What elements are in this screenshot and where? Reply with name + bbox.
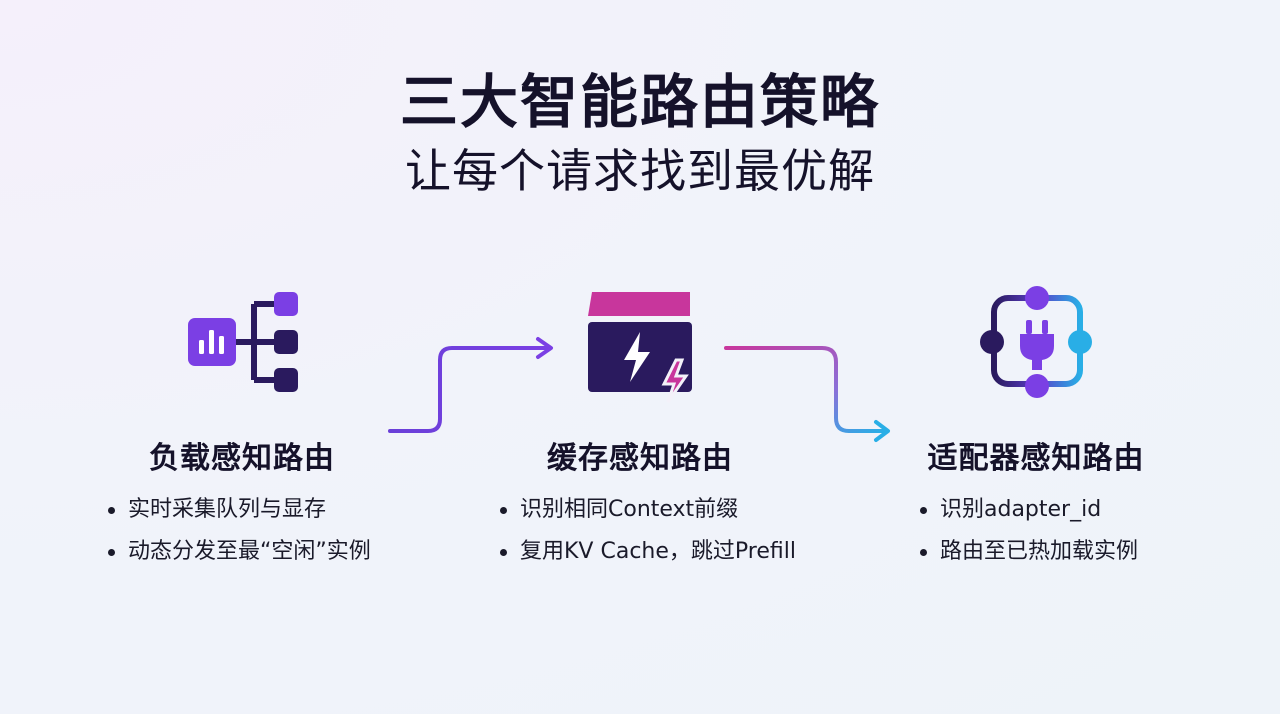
list-item: 路由至已热加载实例 — [918, 538, 1138, 566]
bullet-list: 实时采集队列与显存 动态分发至最“空闲”实例 — [106, 496, 371, 580]
strategy-name: 缓存感知路由 — [547, 441, 733, 476]
list-item: 动态分发至最“空闲”实例 — [106, 538, 371, 566]
load-balance-tree-icon — [188, 292, 298, 392]
list-item: 复用KV Cache，跳过Prefill — [498, 538, 796, 566]
strategy-name: 适配器感知路由 — [927, 441, 1145, 476]
cache-lightning-icon — [588, 292, 692, 403]
list-item: 实时采集队列与显存 — [106, 496, 371, 524]
list-item: 识别adapter_id — [918, 496, 1138, 524]
bullet-list: 识别相同Context前缀 复用KV Cache，跳过Prefill — [498, 496, 796, 580]
page-subtitle: 让每个请求找到最优解 — [405, 144, 875, 198]
list-item: 识别相同Context前缀 — [498, 496, 796, 524]
strategy-name: 负载感知路由 — [149, 441, 335, 476]
bullet-list: 识别adapter_id 路由至已热加载实例 — [918, 496, 1138, 580]
page-title: 三大智能路由策略 — [399, 68, 880, 136]
flow-arrow-2 — [724, 346, 890, 442]
adapter-plug-icon — [980, 286, 1092, 398]
flow-arrow-1 — [388, 337, 553, 433]
